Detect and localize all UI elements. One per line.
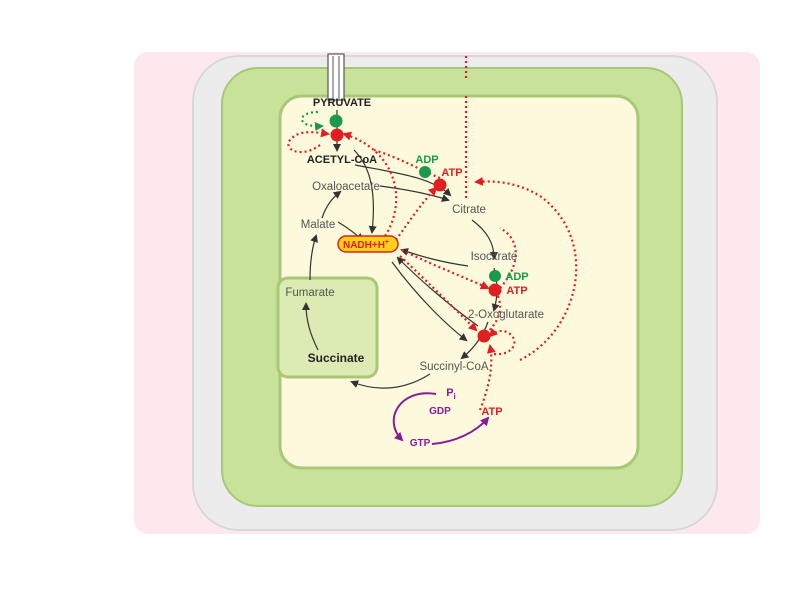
arrow-gdp-gtp — [392, 392, 437, 442]
arrow-succinylcoa-succinate — [350, 373, 431, 389]
pdh-activator-dot — [329, 114, 343, 128]
inhibit-nadh-pdh — [342, 131, 398, 237]
inhibit-succinylcoa-ogdh-loop — [488, 327, 516, 356]
label-adp-2: ADP — [505, 271, 528, 283]
label-malate: Malate — [301, 219, 336, 231]
pdh-inhibitor-dot — [330, 128, 344, 142]
label-pi: Pi — [446, 387, 456, 401]
label-oxaloacetate: Oxaloacetate — [312, 181, 380, 193]
arrow-citrate-isocitrate — [471, 219, 498, 260]
arrow-gtp-atp — [431, 416, 490, 445]
adp-dot-1 — [419, 166, 431, 178]
inhibit-atp-pdh — [373, 148, 441, 180]
label-nadh: NADH+H+ — [343, 239, 389, 251]
arrow-malate-oxaloacetate — [321, 190, 342, 219]
label-succinate: Succinate — [308, 351, 365, 365]
inhibition-arrows — [287, 56, 578, 411]
inhibit-acetylcoa-pdh-loop — [287, 128, 330, 154]
label-oxoglutarate: 2-Oxoglutarate — [468, 309, 544, 321]
adp-dot-2 — [489, 270, 501, 282]
label-citrate: Citrate — [452, 204, 486, 216]
arrow-fumarate-malate — [309, 234, 318, 281]
arrow-acetylcoa-nadh — [353, 149, 377, 234]
nadh-pill — [337, 235, 399, 253]
arrow-oxoglutarate-nadh — [396, 256, 479, 327]
inhibit-atp-ogdh — [485, 295, 502, 335]
label-atp-3: ATP — [481, 406, 502, 418]
arrow-nadh-succinylcoa — [391, 261, 468, 342]
inhibit-nadh-idh — [401, 249, 490, 290]
arrow-succinate-fumarate — [302, 302, 319, 351]
ogdh-inhibitor-dot — [477, 329, 491, 343]
label-gtp: GTP — [410, 438, 431, 449]
label-atp-2: ATP — [506, 285, 527, 297]
label-pyruvate: PYRUVATE — [313, 97, 371, 109]
atp-dot-1 — [433, 178, 447, 192]
activation-arrow-adp-pdh — [300, 110, 324, 132]
label-adp-1: ADP — [415, 154, 438, 166]
atp-dot-2 — [488, 283, 502, 297]
inhibit-nadh-ogdh — [399, 255, 478, 332]
label-isocitrate: Isocitrate — [471, 251, 518, 263]
pyruvate-transporter — [327, 53, 345, 101]
label-gdp: GDP — [429, 406, 451, 417]
arrow-oxaloacetate-citrate — [379, 185, 450, 202]
label-succinyl-coa: Succinyl-CoA — [419, 361, 488, 373]
label-atp-1: ATP — [441, 167, 462, 179]
arrow-oxoglutarate-succinylcoa — [460, 321, 489, 360]
inhibit-nadh-citrate-synthase — [395, 186, 438, 241]
gtp-cycle — [392, 392, 490, 445]
inhibit-atp-succinylcoa — [478, 344, 496, 411]
label-fumarate: Fumarate — [285, 287, 334, 299]
label-acetyl-coa: ACETYL-CoA — [307, 154, 377, 166]
